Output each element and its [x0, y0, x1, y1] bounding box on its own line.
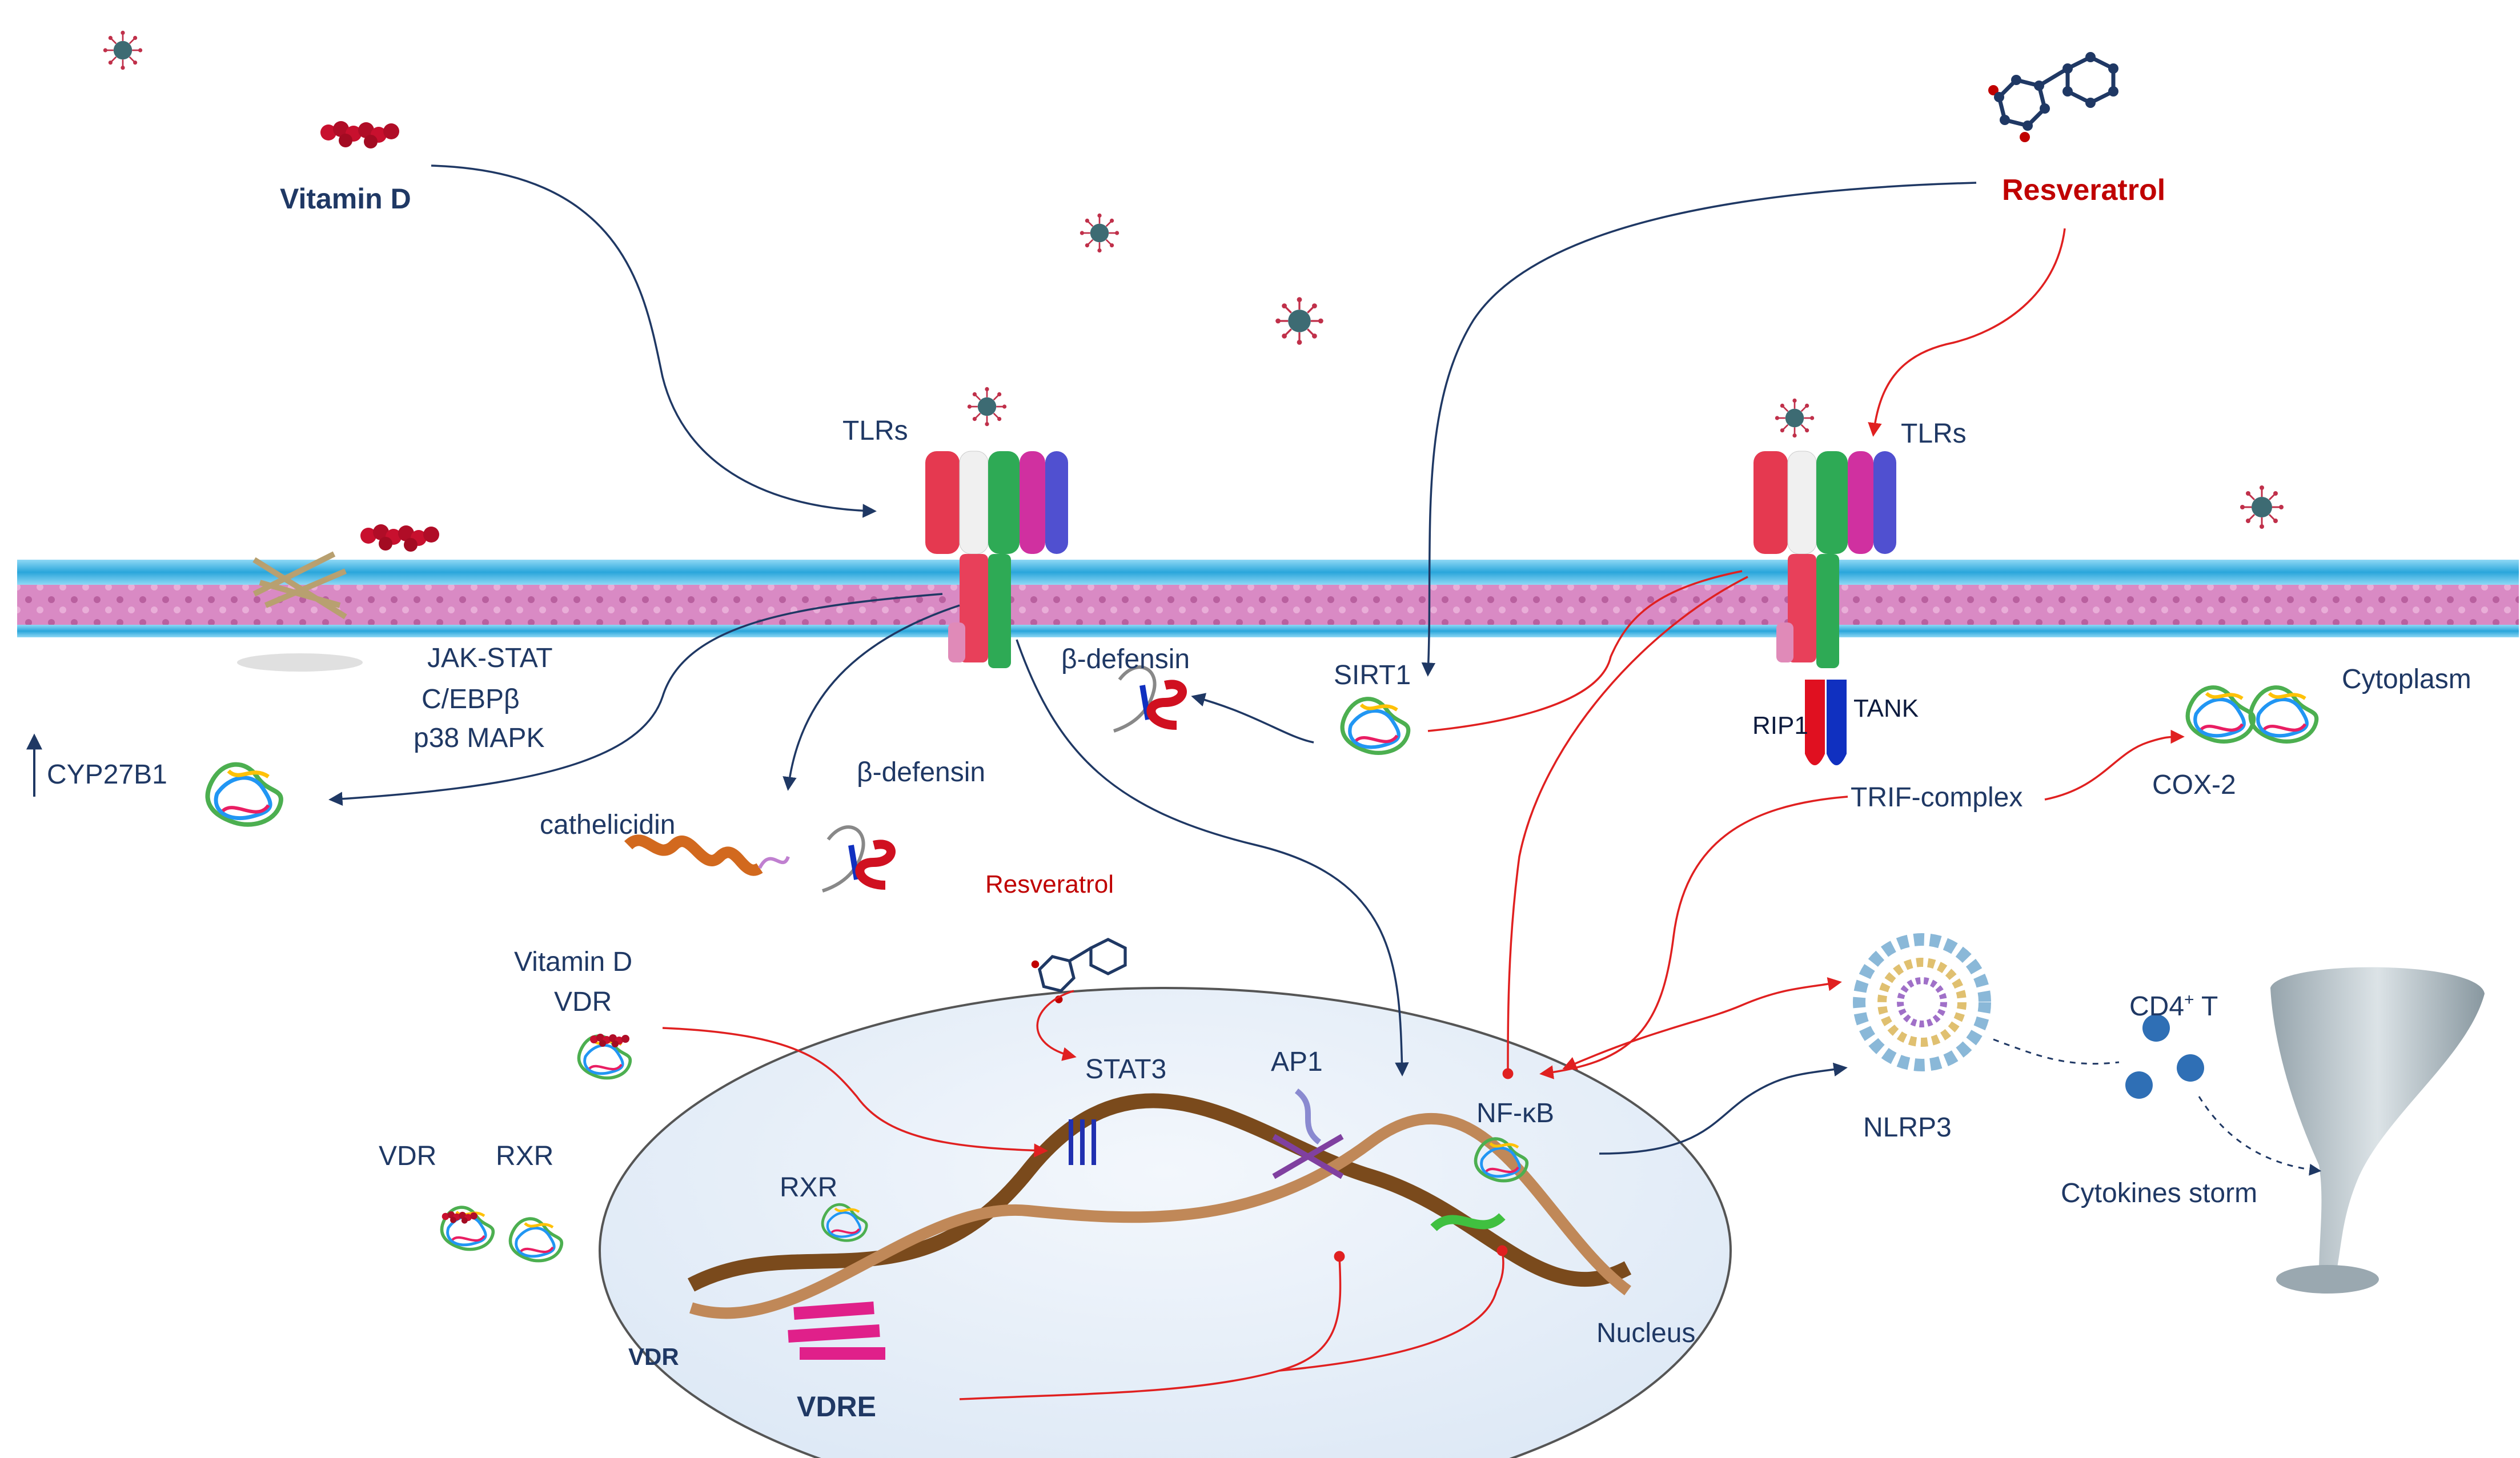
vdr-membrane-protein-icon	[237, 551, 363, 672]
arrow-nlrp3-to-cd4	[1993, 1038, 2120, 1065]
arrow-cd4-to-storm	[2198, 1096, 2322, 1176]
tank-label: TANK	[1853, 694, 1919, 722]
arrow-nfkb-to-nlrp3	[1599, 1062, 1848, 1155]
tornado-icon	[2270, 967, 2485, 1294]
cox2-label: COX-2	[2152, 770, 2236, 800]
arrow-tlr-to-cyp27b1	[328, 593, 943, 806]
vitamin-d-mid-label: Vitamin D	[514, 947, 632, 977]
tlr-receptor-left-icon	[925, 451, 1068, 668]
vdr-vitamin-d-complex-icon	[579, 1034, 630, 1078]
ap1-label: AP1	[1271, 1047, 1323, 1077]
arrow-vdre-inhibit-nfkb	[1279, 1245, 1508, 1372]
nucleus-label: Nucleus	[1596, 1318, 1695, 1348]
beta-defensin-lower-icon	[822, 825, 896, 893]
arrow-trif-to-nfkb	[1539, 796, 1848, 1079]
arrow-resveratrol-to-tlr	[1868, 228, 2066, 437]
dna-helix-icon	[687, 1093, 1632, 1319]
cell-membrane	[17, 560, 2519, 637]
beta-defensin-upper-icon	[1113, 665, 1187, 733]
p38-mapk-label: p38 MAPK	[414, 723, 544, 753]
virus-icon	[1774, 397, 1815, 439]
vitamin-d-molecule-icon	[360, 524, 439, 552]
stat3-label: STAT3	[1085, 1054, 1166, 1085]
arrow-vitd-to-tlr	[431, 164, 877, 518]
nfkb-label: NF-κB	[1476, 1098, 1554, 1128]
cyp27b1-label: CYP27B1	[47, 760, 167, 790]
resveratrol-mid-label: Resveratrol	[985, 870, 1114, 898]
cytokines-storm-label: Cytokines storm	[2061, 1178, 2257, 1208]
cebpb-label: C/EBPβ	[422, 684, 520, 714]
vdr-nucleus-label: VDR	[628, 1343, 679, 1370]
arrow-tlr-to-sirt1-inhibit	[1427, 570, 1743, 732]
nlrp3-label: NLRP3	[1863, 1112, 1952, 1143]
virus-icon	[966, 386, 1008, 427]
sirt1-protein-icon	[1342, 699, 1409, 753]
tlr-receptor-right-icon	[1753, 451, 1896, 668]
rip1-label: RIP1	[1752, 712, 1808, 740]
tank-shape	[1827, 680, 1847, 765]
arrow-nfkb-nlrp3-double	[1562, 977, 1842, 1070]
rip1-shape	[1805, 680, 1825, 765]
sirt1-label: SIRT1	[1334, 660, 1411, 690]
rxr-left-label: RXR	[496, 1141, 553, 1171]
vdre-protein-icon	[788, 1302, 885, 1360]
nfkb-protein-icon	[1430, 1139, 1527, 1232]
cox2-protein-icon	[2188, 688, 2317, 742]
vitamin-d-molecule-icon	[320, 121, 399, 148]
resveratrol-molecule-icon	[1988, 52, 2118, 142]
resveratrol-top-label: Resveratrol	[2002, 174, 2165, 207]
vitamin-d-top-label: Vitamin D	[280, 183, 411, 215]
cd4-t-label: CD4+ T	[2129, 990, 2218, 1022]
trif-complex-label: TRIF-complex	[1851, 782, 2023, 813]
jak-stat-label: JAK-STAT	[427, 643, 553, 673]
vdre-label: VDRE	[797, 1391, 876, 1423]
arrow-tlr-to-nfkb	[1016, 639, 1409, 1077]
arrow-tlr-to-cathelicidin	[783, 604, 960, 791]
cd4-t-cells-icon	[2125, 1014, 2204, 1099]
cytoplasm-label: Cytoplasm	[2342, 664, 2471, 694]
tlrs-left-label: TLRs	[842, 416, 908, 446]
arrow-tlr-to-nfkb-inhibit	[1502, 576, 1748, 1079]
arrow-trif-to-cox2	[2044, 729, 2185, 801]
nlrp3-inflammasome-icon	[1853, 933, 1991, 1071]
virus-icon	[1274, 296, 1325, 346]
virus-icon	[2239, 484, 2285, 530]
arrow-vitd-vdr-to-dna	[662, 1027, 1048, 1158]
vdr-left-label: VDR	[379, 1141, 436, 1171]
b-defensin-lower-label: β-defensin	[857, 757, 985, 788]
virus-icon	[102, 30, 143, 71]
arrow-sirt1-to-bdefensin	[1191, 693, 1314, 744]
cyp27b1-protein-icon	[208, 765, 281, 825]
cathelicidin-label: cathelicidin	[540, 810, 675, 840]
arrow-resveratrol-to-stat3	[1036, 990, 1077, 1061]
tlrs-right-label: TLRs	[1901, 419, 1967, 449]
cathelicidin-peptide-icon	[624, 834, 790, 876]
vdr-rxr-complex-icon	[442, 1207, 561, 1261]
virus-icon	[1079, 212, 1120, 254]
vdr-mid-label: VDR	[554, 987, 612, 1017]
resveratrol-molecule-icon	[1031, 938, 1127, 1003]
ap1-protein-icon	[1272, 1089, 1344, 1179]
stat3-protein-icon	[1069, 1119, 1096, 1165]
rxr-nucleus-label: RXR	[780, 1172, 837, 1203]
arrow-vdre-inhibit-ap1	[959, 1251, 1345, 1400]
arrow-resveratrol-to-sirt1	[1421, 182, 1977, 677]
b-defensin-upper-label: β-defensin	[1061, 644, 1190, 674]
nucleus-shape	[599, 987, 1732, 1458]
